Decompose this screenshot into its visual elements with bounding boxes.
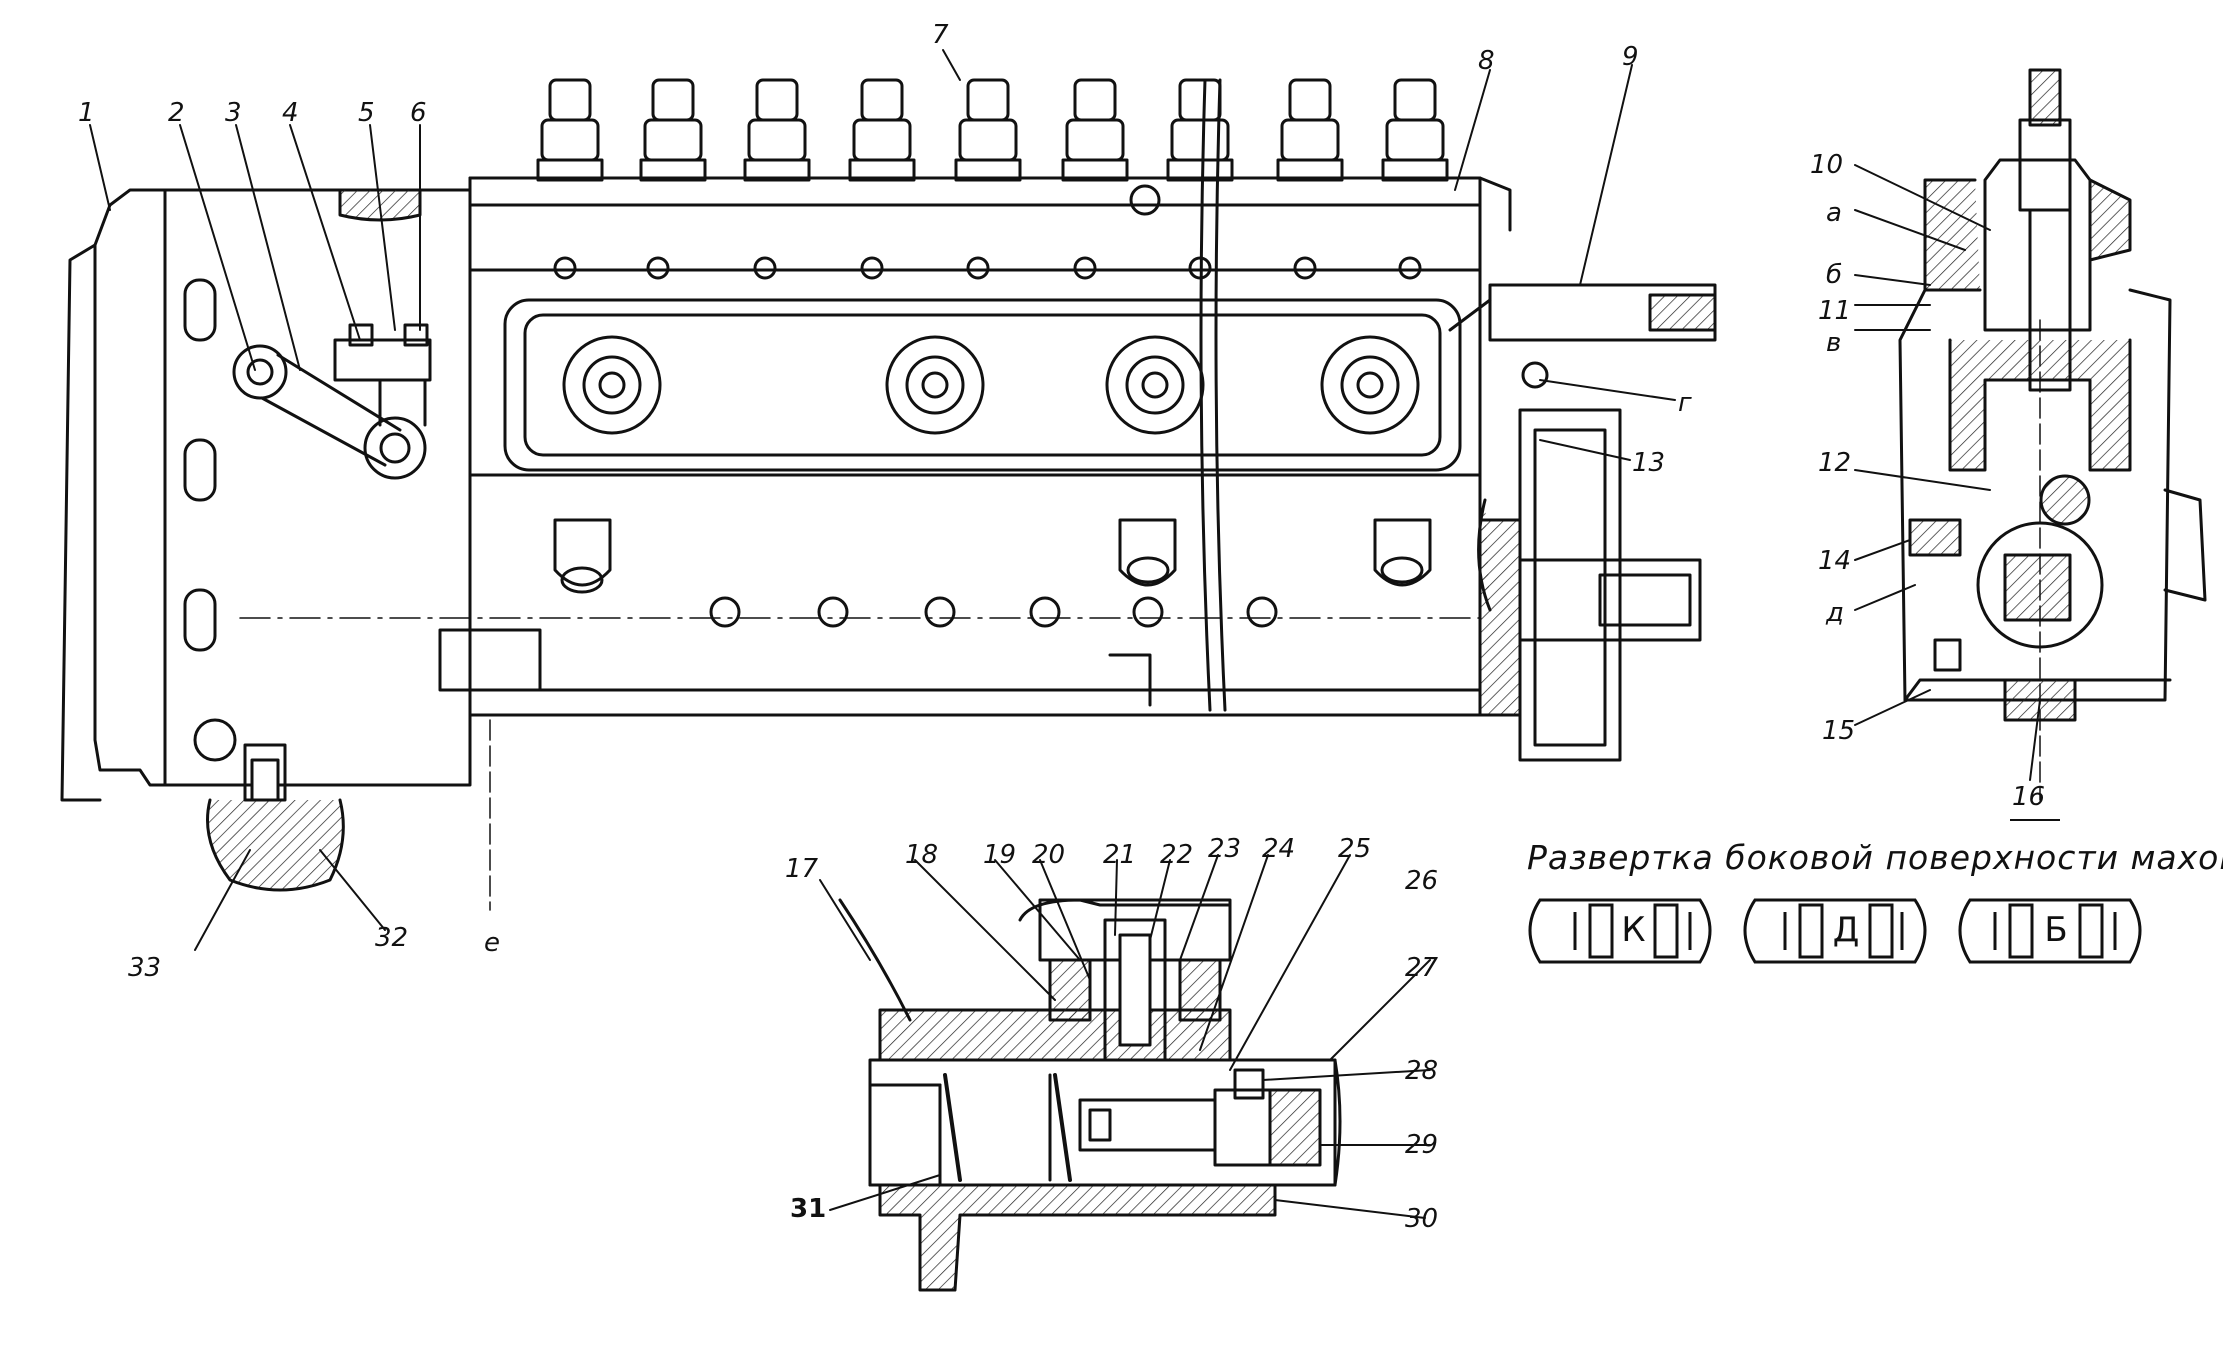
flywheel-mark-3: Б bbox=[2032, 895, 2080, 965]
callout-letter-v: в bbox=[1826, 328, 1842, 358]
callout-10: 10 bbox=[1810, 150, 1844, 180]
callout-27: 27 bbox=[1405, 953, 1439, 983]
flywheel-mark-2-letter: Д bbox=[1832, 910, 1860, 950]
cross-section-view bbox=[1898, 68, 2207, 801]
callout-20: 20 bbox=[1032, 840, 1066, 870]
callout-1: 1 bbox=[78, 98, 95, 128]
callout-3: 3 bbox=[225, 98, 242, 128]
callout-23: 23 bbox=[1208, 834, 1242, 864]
priming-pump-section bbox=[838, 898, 1342, 1292]
delivery-valve-holders bbox=[536, 78, 1449, 216]
callout-25: 25 bbox=[1338, 834, 1372, 864]
flywheel-mark-3-letter: Б bbox=[2044, 910, 2068, 950]
callout-33: 33 bbox=[128, 953, 162, 983]
callout-11: 11 bbox=[1818, 296, 1852, 326]
callout-29: 29 bbox=[1405, 1130, 1439, 1160]
callout-5: 5 bbox=[358, 98, 375, 128]
callout-17: 17 bbox=[785, 854, 819, 884]
coupling-assembly bbox=[1448, 283, 1717, 762]
callout-26: 26 bbox=[1405, 866, 1439, 896]
pump-body bbox=[239, 78, 1512, 911]
callout-letter-b: б bbox=[1826, 260, 1843, 290]
callout-14: 14 bbox=[1818, 546, 1852, 576]
callout-19: 19 bbox=[983, 840, 1017, 870]
callout-28: 28 bbox=[1405, 1056, 1439, 1086]
callout-8: 8 bbox=[1478, 46, 1495, 76]
flywheel-development-strips bbox=[1528, 898, 2142, 964]
callout-30: 30 bbox=[1405, 1204, 1439, 1234]
leader-lines bbox=[89, 49, 2041, 1219]
callout-24: 24 bbox=[1262, 834, 1296, 864]
governor-housing bbox=[60, 188, 472, 892]
flywheel-mark-1: К bbox=[1612, 895, 1655, 965]
callout-4: 4 bbox=[282, 98, 299, 128]
callout-letter-d: д bbox=[1826, 598, 1844, 628]
callout-31: 31 bbox=[790, 1194, 827, 1224]
callout-22: 22 bbox=[1160, 840, 1194, 870]
callout-13: 13 bbox=[1632, 448, 1666, 478]
callout-21: 21 bbox=[1103, 840, 1137, 870]
callout-9: 9 bbox=[1622, 42, 1639, 72]
callout-letter-e: е bbox=[484, 928, 500, 958]
callout-letter-g: г bbox=[1678, 388, 1692, 418]
callout-2: 2 bbox=[168, 98, 185, 128]
callout-15: 15 bbox=[1822, 716, 1856, 746]
callout-7: 7 bbox=[932, 20, 949, 50]
callout-6: 6 bbox=[410, 98, 427, 128]
callout-18: 18 bbox=[905, 840, 939, 870]
callout-12: 12 bbox=[1818, 448, 1852, 478]
flywheel-mark-2: Д bbox=[1822, 895, 1870, 965]
callout-letter-a: а bbox=[1826, 198, 1842, 228]
flywheel-mark-1-letter: К bbox=[1621, 910, 1646, 950]
callout-32: 32 bbox=[375, 923, 409, 953]
callout-16: 16 bbox=[2012, 782, 2046, 812]
flywheel-development-caption: Развертка боковой поверхности маховичка bbox=[1527, 838, 2223, 877]
